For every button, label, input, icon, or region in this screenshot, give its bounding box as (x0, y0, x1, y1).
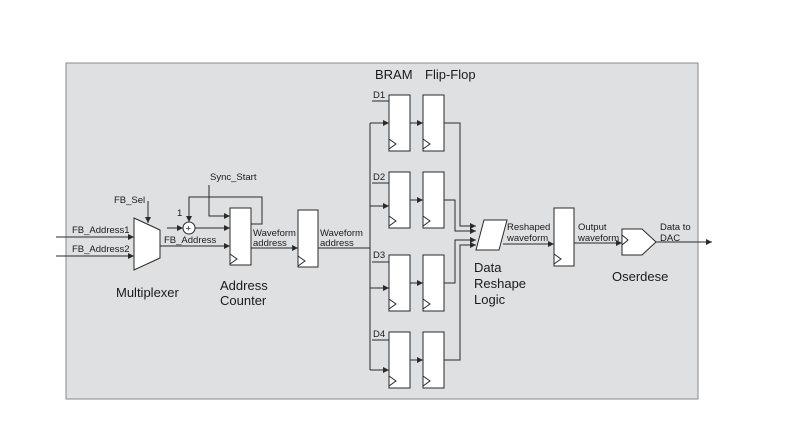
flipflop-d2-block (422, 171, 445, 229)
fb-address1-label: FB_Address1 (72, 225, 130, 236)
d3-label: D3 (373, 250, 385, 261)
one-label: 1 (177, 208, 182, 219)
adder-symbol: + (186, 224, 192, 235)
bram-d4-block (388, 331, 411, 389)
oserdese-block (621, 228, 657, 256)
fb-address2-label: FB_Address2 (72, 244, 130, 255)
reshape-logic-label-1: Data (474, 260, 502, 275)
reshape-logic-label-3: Logic (474, 292, 506, 307)
bram-d2-block (388, 171, 411, 229)
waveform-address-2-l1: Waveform (320, 228, 363, 239)
address-counter-label-1: Address (220, 278, 268, 293)
reshaped-waveform-l1: Reshaped (507, 222, 550, 233)
sync-start-label: Sync_Start (210, 172, 257, 183)
address-counter-block (229, 207, 252, 266)
output-waveform-l1: Output (578, 222, 607, 233)
output-register-block (553, 207, 575, 267)
bram-header: BRAM (375, 67, 413, 82)
flipflop-d1-block (422, 94, 445, 152)
output-waveform-l2: waveform (577, 233, 619, 244)
waveform-address-1-l2: address (253, 238, 287, 249)
bram-d1-block (388, 94, 411, 152)
data-to-dac-l1: Data to (660, 222, 691, 233)
d4-label: D4 (373, 329, 385, 340)
bram-d3-block (388, 254, 411, 312)
waveform-address-1-l1: Waveform (253, 228, 296, 239)
fb-sel-label: FB_Sel (114, 195, 145, 206)
data-reshape-logic-block (475, 219, 508, 251)
pipeline-register-block (297, 209, 319, 268)
fb-address-label: FB_Address (164, 235, 217, 246)
flipflop-d3-block (422, 254, 445, 312)
flip-flop-header: Flip-Flop (425, 67, 476, 82)
reshape-logic-label-2: Reshape (474, 276, 526, 291)
flipflop-d4-block (422, 331, 445, 389)
waveform-address-2-l2: address (320, 238, 354, 249)
reshaped-waveform-l2: waveform (506, 233, 548, 244)
multiplexer-label: Multiplexer (116, 285, 180, 300)
multiplexer-block (133, 217, 161, 271)
oserdese-label: Oserdese (612, 269, 668, 284)
system-panel (65, 62, 699, 400)
d2-label: D2 (373, 172, 385, 183)
data-to-dac-l2: DAC (660, 233, 680, 244)
address-counter-label-2: Counter (220, 293, 267, 308)
d1-label: D1 (373, 90, 385, 101)
